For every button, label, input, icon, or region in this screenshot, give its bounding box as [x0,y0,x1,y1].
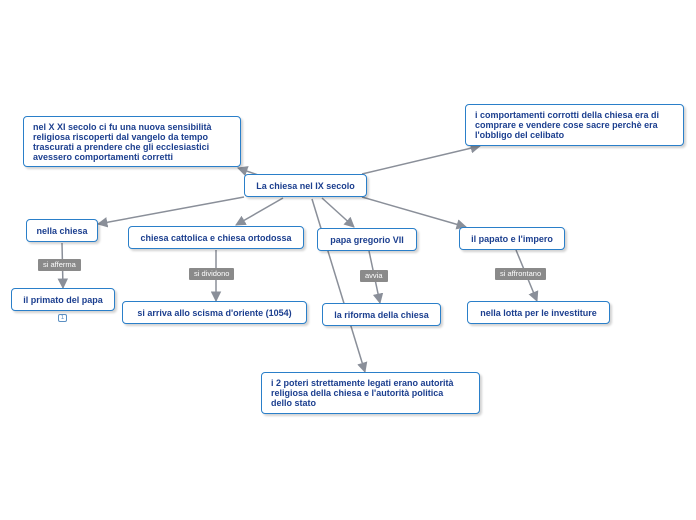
link-center-papato [361,196,468,230]
node-top-right-text: i comportamenti corrotti della chiesa er… [475,110,660,140]
node-nella-chiesa-text: nella chiesa [36,225,88,236]
node-nella-chiesa[interactable]: nella chiesa [26,219,98,242]
node-top-left[interactable]: nel X XI secolo ci fu una nuova sensibil… [23,116,241,167]
node-chiesa-cattolica[interactable]: chiesa cattolica e chiesa ortodossa [128,226,304,249]
link-center-chiesa-cattolica [235,197,284,226]
node-investiture[interactable]: nella lotta per le investiture [467,301,610,324]
node-papa-gregorio-text: papa gregorio VII [330,234,404,245]
node-papato-impero-text: il papato e l'impero [471,233,553,244]
node-papa-gregorio[interactable]: papa gregorio VII [317,228,417,251]
tag-si-dividono: si dividono [189,268,235,280]
node-riforma[interactable]: la riforma della chiesa [322,303,441,326]
node-primato[interactable]: il primato del papa [11,288,115,311]
node-top-right[interactable]: i comportamenti corrotti della chiesa er… [465,104,684,146]
node-chiesa-cattolica-text: chiesa cattolica e chiesa ortodossa [140,232,292,243]
link-center-papa-gregorio [321,197,355,228]
node-top-left-text: nel X XI secolo ci fu una nuova sensibil… [33,122,212,162]
node-papato-impero[interactable]: il papato e l'impero [459,227,565,250]
tag-si-afferma: si afferma [38,259,81,271]
tag-si-affrontano: si affrontano [495,268,547,280]
node-center-text: La chiesa nel IX secolo [256,180,355,191]
node-primato-text: il primato del papa [23,294,103,305]
node-center[interactable]: La chiesa nel IX secolo [244,174,367,197]
node-riforma-text: la riforma della chiesa [334,309,429,320]
attachment-count-badge[interactable]: 1 [58,314,67,322]
link-center-topright [361,143,482,175]
node-scisma[interactable]: si arriva allo scisma d'oriente (1054) [122,301,307,324]
node-poteri[interactable]: i 2 poteri strettamente legati erano aut… [261,372,480,414]
tag-avvia: avvia [360,270,388,282]
node-scisma-text: si arriva allo scisma d'oriente (1054) [137,307,292,318]
node-investiture-text: nella lotta per le investiture [480,307,597,318]
node-poteri-text: i 2 poteri strettamente legati erano aut… [271,378,454,408]
link-center-topleft [237,166,259,177]
link-center-nella-chiesa [96,196,245,228]
link-center-poteri [311,198,368,374]
